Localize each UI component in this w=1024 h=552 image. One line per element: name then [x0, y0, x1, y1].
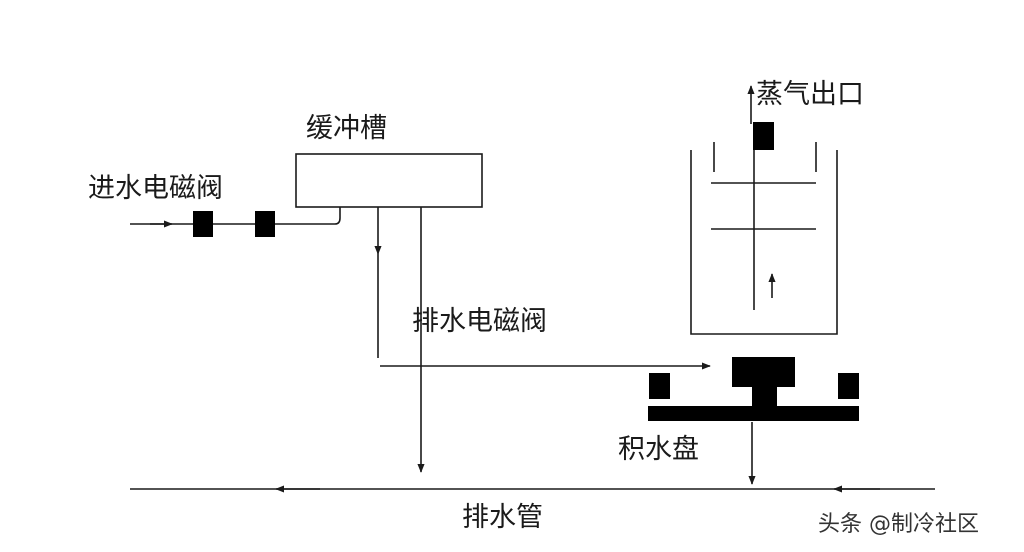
inlet-valve-block-2	[255, 211, 275, 237]
steam-chamber	[690, 150, 838, 335]
tray-left-block	[649, 373, 670, 399]
label-buffer-tank: 缓冲槽	[306, 113, 387, 144]
drain-valve-body	[732, 357, 795, 387]
buffer-tank-box	[295, 153, 483, 208]
inlet-pipe	[130, 197, 344, 225]
labels: 进水电磁阀 缓冲槽 排水电磁阀 蒸气出口 积水盘 排水管	[88, 79, 864, 533]
label-drain-pipe: 排水管	[462, 502, 543, 533]
label-steam-outlet: 蒸气出口	[756, 79, 864, 110]
label-water-tray: 积水盘	[618, 434, 699, 465]
steam-outlet-block	[753, 122, 774, 150]
tray-connector	[752, 387, 777, 409]
water-tray-plate	[648, 406, 859, 421]
lines	[130, 85, 935, 493]
tray-right-block	[838, 373, 859, 399]
blocks	[193, 122, 859, 421]
label-drain-valve: 排水电磁阀	[412, 306, 547, 337]
inlet-valve-block-1	[193, 211, 213, 237]
label-inlet-valve: 进水电磁阀	[88, 173, 223, 204]
watermark: 头条 @制冷社区	[818, 512, 979, 537]
